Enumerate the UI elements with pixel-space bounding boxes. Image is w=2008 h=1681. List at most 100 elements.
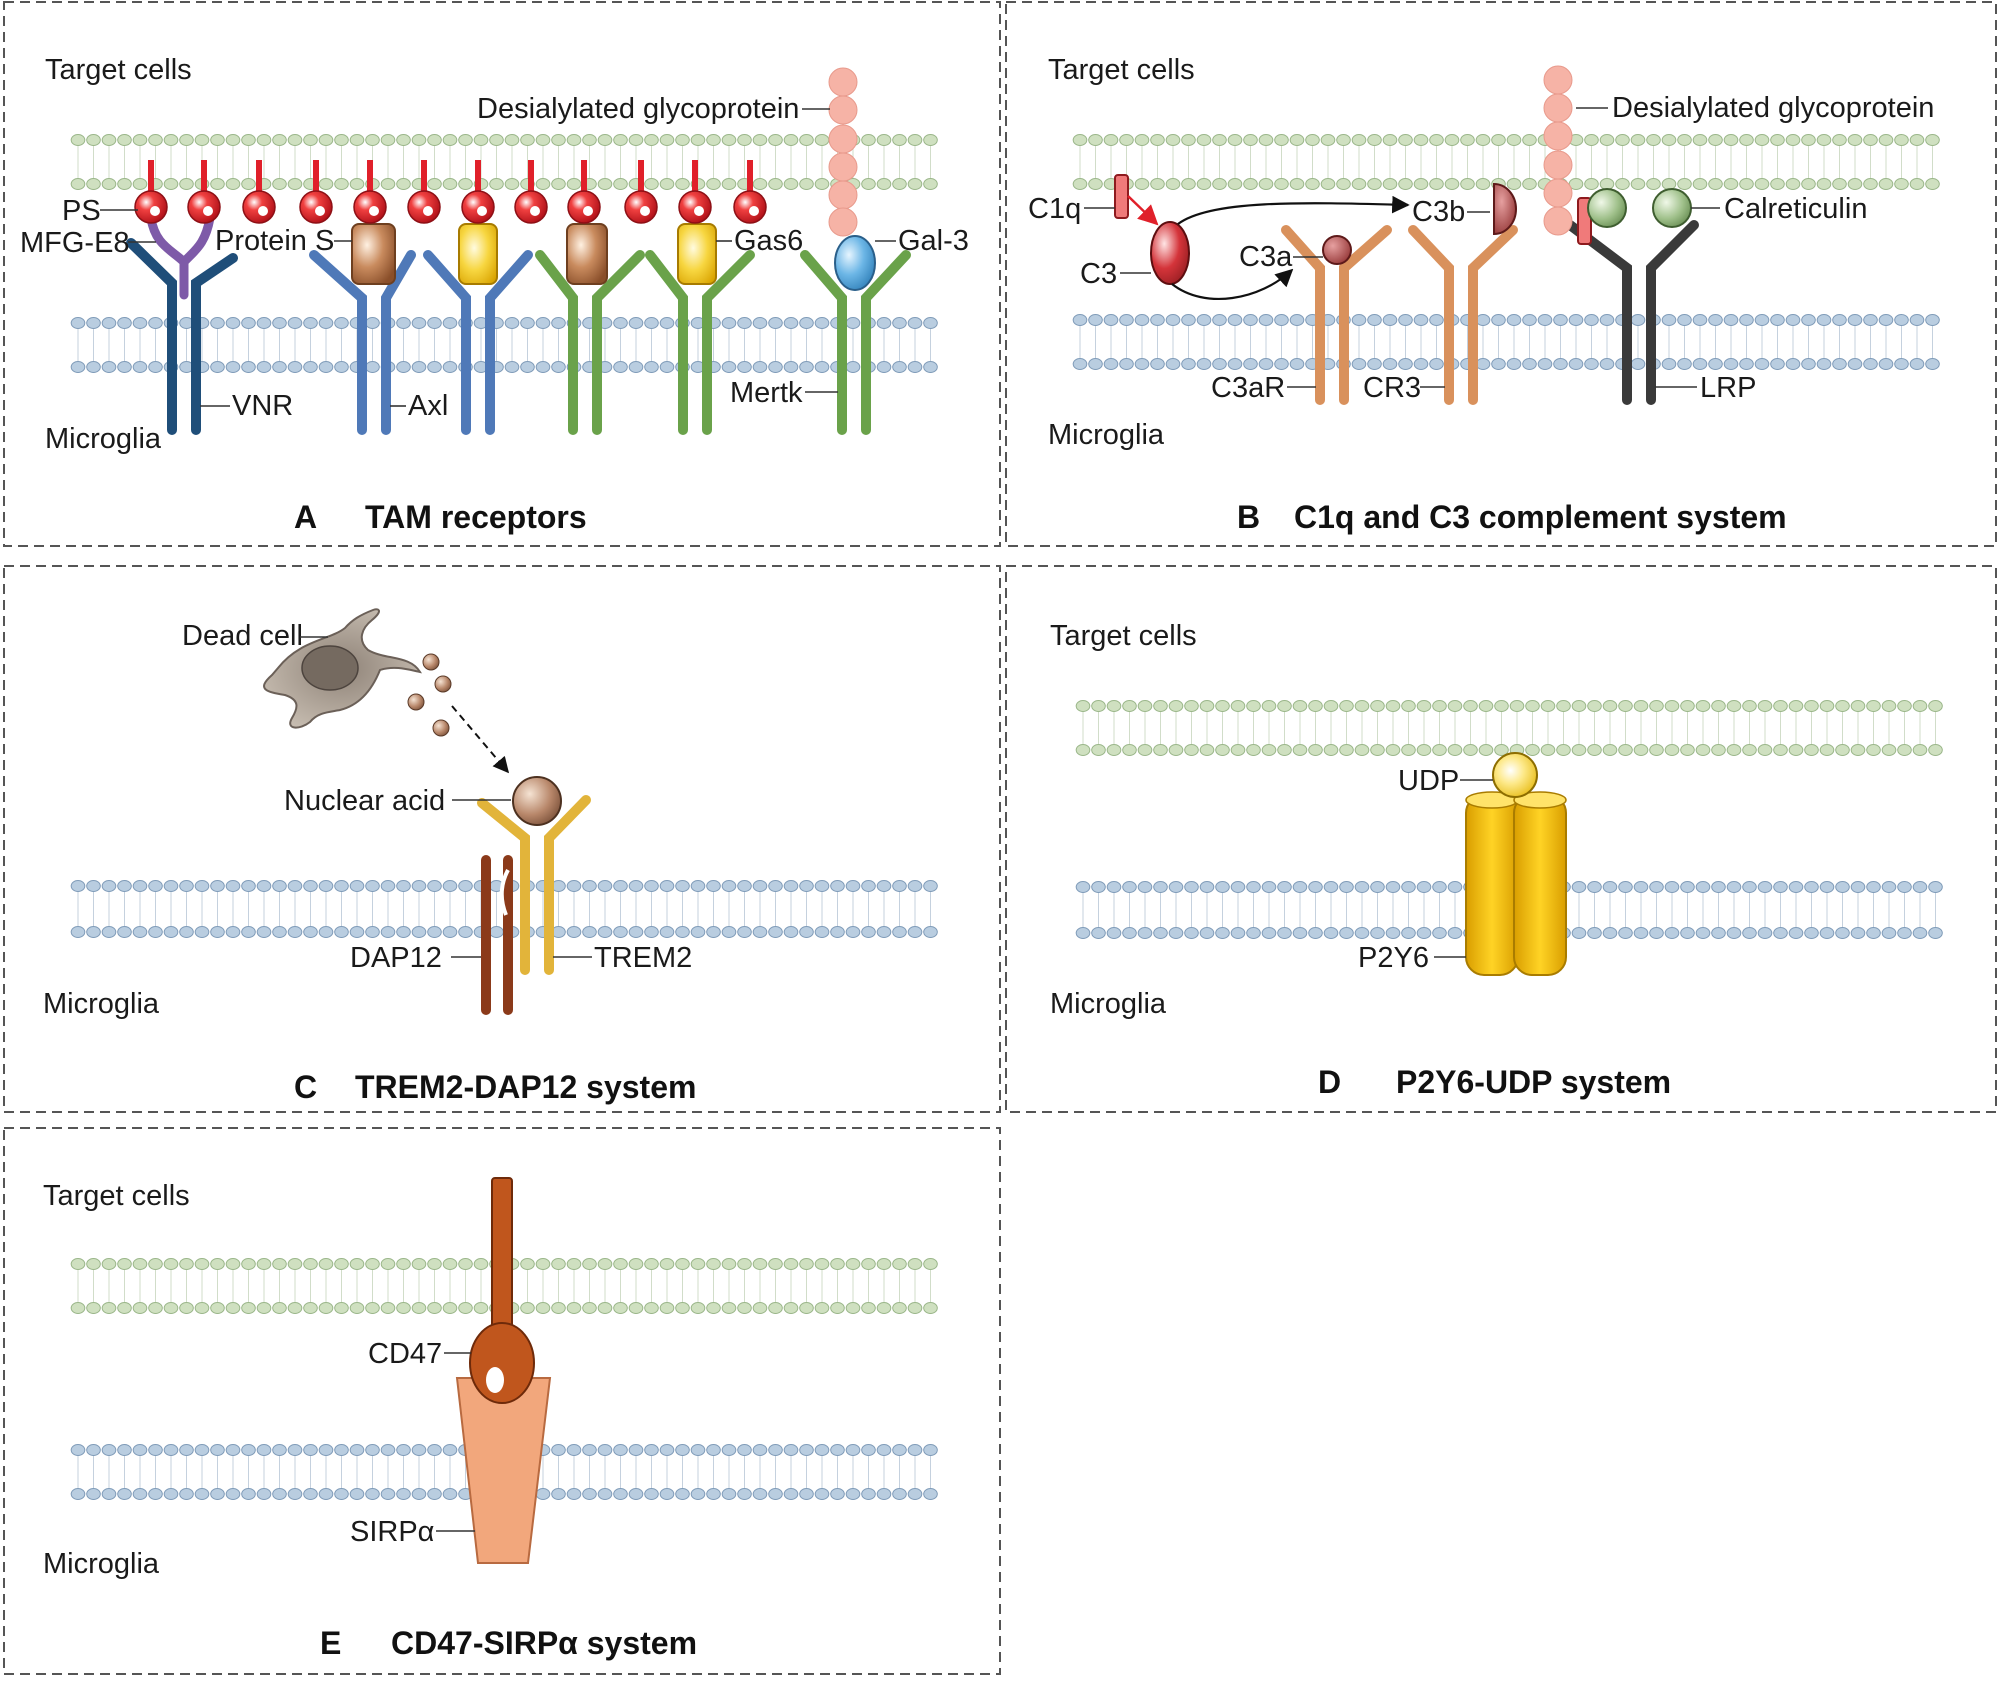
ps-lipid	[678, 160, 712, 224]
release-arrow	[451, 705, 510, 774]
ps-lipid	[299, 160, 333, 224]
c3b-fragment	[1493, 182, 1517, 236]
glycoprotein-bead	[828, 152, 858, 182]
gal3-ligand	[834, 235, 876, 291]
gas6-ligand	[458, 223, 498, 285]
lipid-bilayer	[1075, 700, 1943, 756]
panel-a-target-label: Target cells	[45, 54, 192, 86]
desialylated-label: Desialylated glycoprotein	[1612, 92, 1934, 124]
ps-lipid	[514, 160, 548, 224]
glycoprotein-bead	[1543, 93, 1573, 123]
trem2-receptor	[477, 795, 591, 975]
dap12-label: DAP12	[350, 942, 442, 974]
ps-lipid	[187, 160, 221, 224]
vnr-label: VNR	[232, 390, 293, 422]
glycoprotein-bead	[828, 124, 858, 154]
glycoprotein-bead	[828, 180, 858, 210]
panel-c-microglia-label: Microglia	[43, 988, 160, 1020]
panel-a-title: TAM receptors	[365, 499, 587, 535]
calreticulin-ligand	[1587, 188, 1627, 228]
panel-d-title: P2Y6-UDP system	[1396, 1064, 1671, 1100]
mertk-label: Mertk	[730, 377, 803, 409]
dead-cell-nucleus	[301, 645, 359, 691]
lrp-receptor	[1565, 220, 1699, 405]
nuclear-acid-ligand	[512, 776, 562, 826]
cr3-label: CR3	[1363, 372, 1421, 404]
glycoprotein-bead	[1543, 150, 1573, 180]
c3b-cleavage-arrow	[1177, 195, 1410, 225]
glycoprotein-bead	[828, 95, 858, 125]
ps-heads	[134, 160, 767, 224]
p2y6-label: P2Y6	[1358, 942, 1429, 974]
dap12-adaptor	[481, 855, 513, 1015]
panel-d-target-label: Target cells	[1050, 620, 1197, 652]
p2y6-receptor	[1465, 791, 1567, 976]
c3ar-label: C3aR	[1211, 372, 1285, 404]
glycoprotein-bead	[828, 67, 858, 97]
nucleic-acid-fragment	[422, 653, 440, 671]
nucleic-acid-fragment	[407, 693, 425, 711]
udp-label: UDP	[1398, 765, 1459, 797]
panel-d-letter: D	[1318, 1064, 1341, 1100]
c3b-label: C3b	[1412, 196, 1465, 228]
cd47-highlight	[486, 1367, 504, 1393]
ps-lipid	[242, 160, 276, 224]
c3-protein	[1150, 221, 1190, 285]
cd47-ligand	[469, 1322, 535, 1404]
c1q-label: C1q	[1028, 193, 1081, 225]
protein-s-ligand	[351, 223, 396, 285]
protein-s-label: Protein S	[215, 225, 334, 257]
c3ar-receptor	[1281, 225, 1392, 405]
calreticulin-ligand	[1652, 188, 1692, 228]
ps-lipid	[624, 160, 658, 224]
nuclear-acid-label: Nuclear acid	[284, 785, 445, 817]
lrp-label: LRP	[1700, 372, 1756, 404]
sirpa-label: SIRPα	[350, 1516, 434, 1548]
panel-d-microglia-label: Microglia	[1050, 988, 1167, 1020]
lipid-bilayer	[1072, 314, 1940, 370]
glycoprotein-bead	[1543, 206, 1573, 236]
lipid-bilayer	[70, 317, 938, 373]
mertk-receptors	[535, 250, 911, 435]
panel-b-title: C1q and C3 complement system	[1294, 499, 1787, 535]
lipid-bilayer	[70, 134, 938, 190]
panel-a-border	[3, 1, 1001, 547]
c1q-ligand	[1114, 174, 1129, 219]
panel-e-microglia-label: Microglia	[43, 1548, 160, 1580]
c3a-cleavage-arrow	[1171, 268, 1294, 301]
panel-d: Target cells Microglia UDP P2Y6 D P2Y6-U…	[1050, 620, 1671, 1100]
ps-lipid	[733, 160, 767, 224]
glycoprotein-bead	[828, 207, 858, 237]
lipid-bilayer	[70, 1258, 938, 1314]
desialylated-label: Desialylated glycoprotein	[477, 93, 799, 125]
ps-lipid	[353, 160, 387, 224]
panel-b: Target cells Microglia Desialylated glyc…	[1028, 54, 1934, 535]
panel-b-letter: B	[1237, 499, 1260, 535]
lipid-bilayer	[70, 1444, 938, 1500]
panel-b-target-label: Target cells	[1048, 54, 1195, 86]
trem2-label: TREM2	[594, 942, 692, 974]
panel-c: Microglia Dead cell Nuclear acid DAP12 T…	[43, 608, 696, 1105]
panel-c-letter: C	[294, 1069, 317, 1105]
ps-label: PS	[62, 195, 101, 227]
nucleic-acid-fragment	[434, 675, 452, 693]
panel-e-target-label: Target cells	[43, 1180, 190, 1212]
panel-b-microglia-label: Microglia	[1048, 419, 1165, 451]
dap12-highlight	[499, 869, 510, 916]
panel-e: Target cells Microglia CD47 SIRPα E CD47…	[43, 1177, 697, 1661]
nucleic-acid-fragment	[432, 719, 450, 737]
panel-borders	[3, 1, 1997, 1675]
glycoprotein-bead	[1543, 65, 1573, 95]
c3a-fragment	[1322, 235, 1352, 265]
calreticulin-label: Calreticulin	[1724, 193, 1867, 225]
glycoprotein-bead	[1543, 121, 1573, 151]
panel-a-letter: A	[294, 499, 317, 535]
gas6-ligand	[677, 223, 717, 285]
desialylated-glycoprotein	[828, 67, 858, 237]
axl-receptors	[309, 250, 533, 435]
axl-label: Axl	[408, 390, 448, 422]
c3a-label: C3a	[1239, 241, 1293, 273]
desialylated-glycoprotein	[1543, 65, 1573, 236]
panel-e-title: CD47-SIRPα system	[391, 1625, 697, 1661]
